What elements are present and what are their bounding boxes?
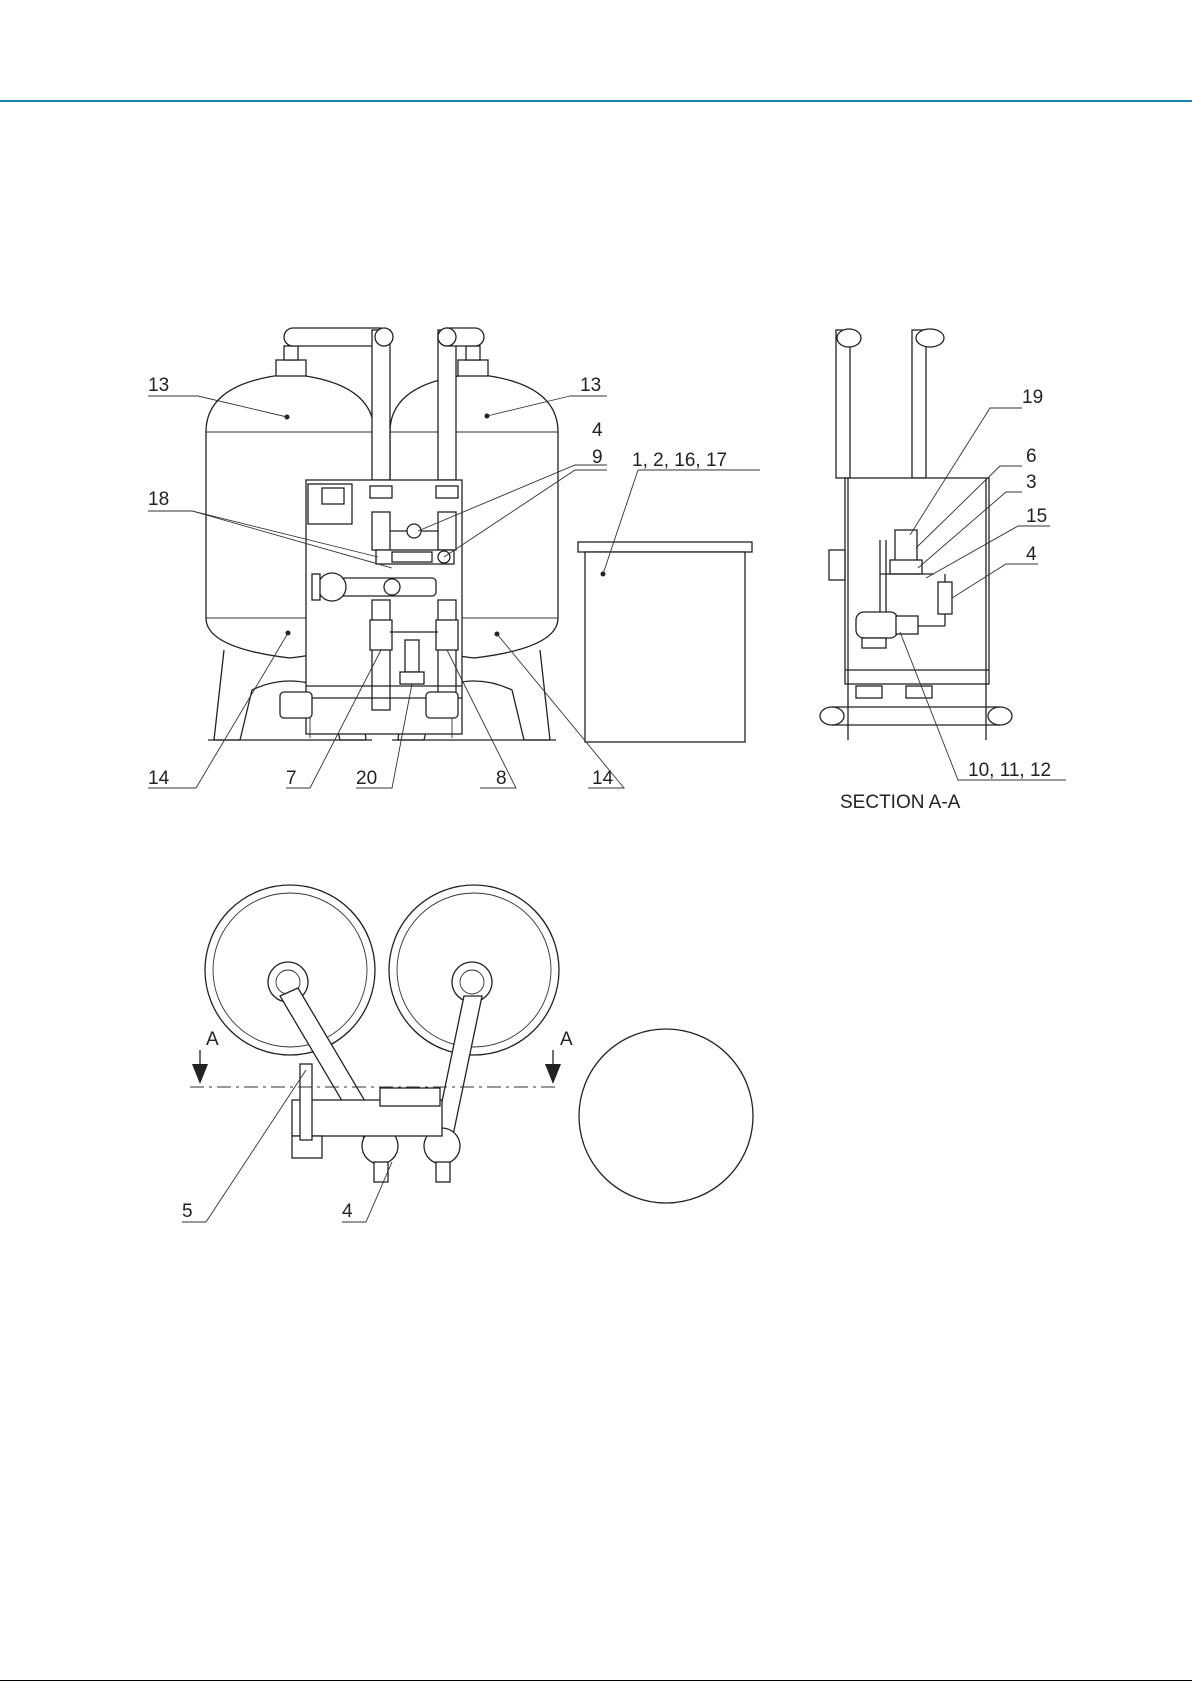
label-cut-left: A bbox=[206, 1029, 219, 1050]
label-7: 7 bbox=[286, 768, 297, 789]
label-cut-right: A bbox=[560, 1029, 573, 1050]
label-4-plan: 4 bbox=[342, 1201, 353, 1222]
label-brine-tank: 1, 2, 16, 17 bbox=[632, 450, 727, 471]
control-frame bbox=[280, 480, 462, 738]
label-9: 9 bbox=[592, 447, 603, 468]
plan-view bbox=[182, 885, 753, 1222]
label-4-front: 4 bbox=[592, 420, 603, 441]
label-19: 19 bbox=[1022, 387, 1043, 408]
label-20: 20 bbox=[356, 768, 377, 789]
bottom-rule bbox=[0, 1680, 1192, 1681]
label-13-right: 13 bbox=[580, 375, 601, 396]
label-3: 3 bbox=[1026, 472, 1037, 493]
label-13-left: 13 bbox=[148, 375, 169, 396]
label-6: 6 bbox=[1026, 446, 1037, 467]
label-14-left: 14 bbox=[148, 768, 170, 789]
label-4-section: 4 bbox=[1026, 544, 1037, 565]
label-5: 5 bbox=[182, 1201, 193, 1222]
label-18: 18 bbox=[148, 489, 169, 510]
label-14-right: 14 bbox=[592, 768, 614, 789]
section-title: SECTION A-A bbox=[840, 792, 961, 813]
label-15: 15 bbox=[1026, 506, 1047, 527]
label-8: 8 bbox=[496, 768, 507, 789]
front-view bbox=[148, 328, 760, 788]
label-pump: 10, 11, 12 bbox=[968, 760, 1051, 781]
